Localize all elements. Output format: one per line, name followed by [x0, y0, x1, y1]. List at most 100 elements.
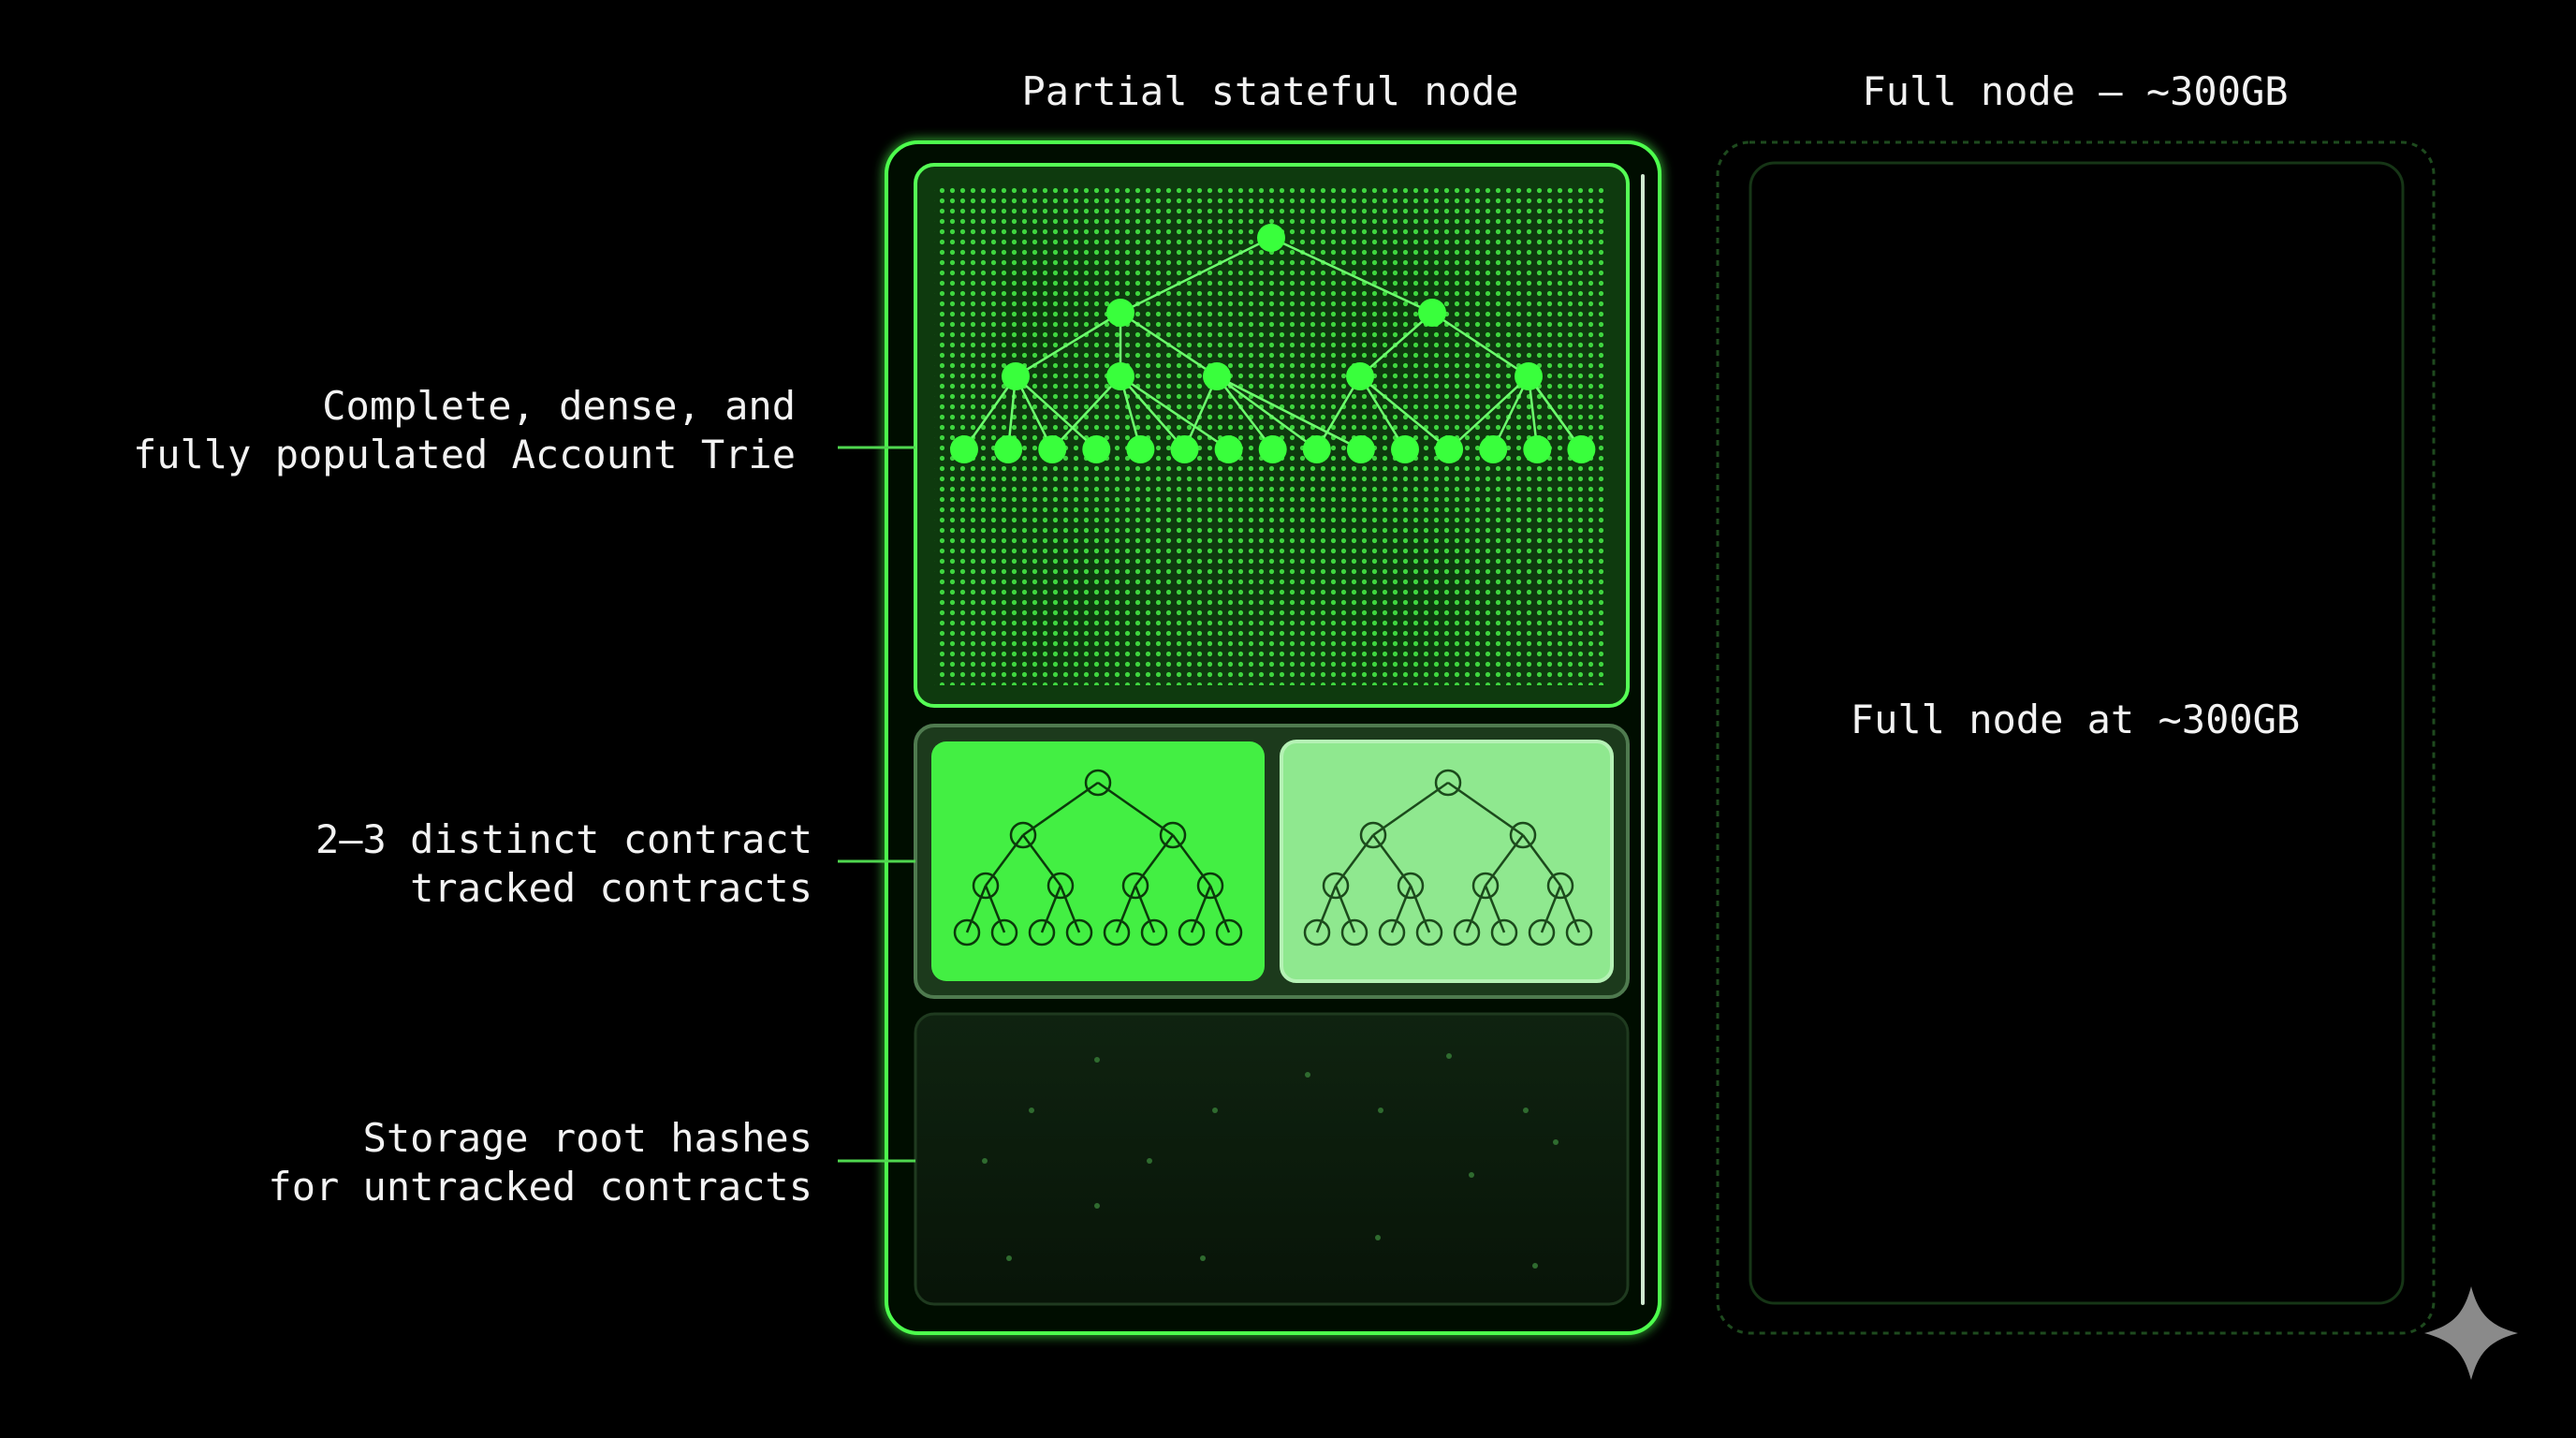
contract-tree-edge: [1371, 834, 1412, 887]
contract-tree-edge: [1540, 885, 1562, 933]
trie-edge: [1448, 375, 1530, 450]
contract-tree-node: [1378, 918, 1406, 946]
trie-node: [1038, 435, 1067, 463]
trie-node: [1523, 435, 1552, 463]
contract-tree-edge: [1021, 834, 1062, 887]
contract-tree-edge: [984, 885, 1006, 933]
contract-tree-edge: [1390, 885, 1412, 933]
trie-edge: [1270, 236, 1433, 315]
trie-node: [1002, 362, 1030, 390]
tracked-contract-a-card[interactable]: [931, 741, 1265, 981]
contract-tree-node: [1340, 918, 1368, 946]
storage-root-dot: [1523, 1108, 1529, 1113]
contract-tree-edge: [965, 885, 988, 933]
contract-a-storage-tree: [953, 769, 1243, 946]
trie-edge: [1216, 374, 1318, 451]
contract-tree-node: [1415, 918, 1443, 946]
trie-node: [1567, 435, 1596, 463]
account-trie-tree: [950, 224, 1596, 463]
contract-tree-edge: [1447, 781, 1524, 837]
account-trie-label-line1: Complete, dense, and: [322, 383, 796, 429]
trie-edge: [1358, 375, 1407, 450]
contract-tree-node: [1434, 769, 1462, 797]
trie-node: [1515, 362, 1543, 390]
contract-tree-node: [1140, 918, 1168, 946]
trie-node: [1391, 435, 1419, 463]
contract-tree-edge: [1372, 781, 1449, 837]
contract-tree-edge: [1134, 885, 1156, 933]
trie-node: [1106, 299, 1134, 327]
contract-tree-edge: [1409, 885, 1431, 933]
contract-tree-node: [1009, 821, 1037, 849]
storage-root-dot: [1212, 1108, 1218, 1113]
contract-tree-edge: [1171, 834, 1212, 887]
contract-tree-node: [1084, 769, 1112, 797]
contract-tree-node: [1303, 918, 1331, 946]
contract-tree-edge: [1521, 834, 1562, 887]
trie-node: [1082, 435, 1111, 463]
full-node-center-text: Full node at ~300GB: [1851, 697, 2300, 742]
storage-root-dot: [1469, 1172, 1474, 1178]
contract-tree-node: [1103, 918, 1131, 946]
trie-edge: [962, 375, 1017, 450]
contract-tree-node: [1322, 872, 1350, 900]
trie-node: [1106, 362, 1134, 390]
tracked-contracts-label-line1: 2–3 distinct contract: [315, 816, 812, 862]
trie-edge: [1216, 375, 1274, 450]
storage-root-dot: [1446, 1053, 1452, 1059]
storage-root-dot: [1200, 1255, 1206, 1261]
trie-edge: [1051, 375, 1121, 450]
trie-edge: [1120, 236, 1272, 315]
contract-tree-edge: [1559, 885, 1581, 933]
tracked-contract-b-card[interactable]: [1280, 740, 1614, 983]
contract-tree-edge: [1097, 781, 1174, 837]
trie-node: [1214, 435, 1243, 463]
contract-tree-node: [1509, 821, 1537, 849]
contract-tree-node: [1215, 918, 1243, 946]
trie-edge: [1359, 312, 1433, 377]
trie-edge: [1315, 375, 1362, 450]
storage-root-dot: [1532, 1263, 1538, 1269]
contract-tree-node: [1397, 872, 1425, 900]
contract-tree-node: [1159, 821, 1187, 849]
contract-tree-edge: [1334, 885, 1356, 933]
storage-root-dot: [1029, 1108, 1034, 1113]
contract-tree-edge: [1334, 834, 1375, 887]
contract-tree-node: [972, 872, 1000, 900]
contract-tree-edge: [1134, 834, 1175, 887]
trie-node: [1126, 435, 1155, 463]
partial-node-title: Partial stateful node: [1021, 68, 1518, 114]
storage-roots-label-line2: for untracked contracts: [268, 1164, 812, 1210]
contract-tree-node: [1178, 918, 1206, 946]
trie-edge: [1120, 374, 1230, 451]
trie-node: [1418, 299, 1446, 327]
contract-tree-edge: [1484, 885, 1506, 933]
storage-root-dot: [1305, 1072, 1310, 1078]
trie-edge: [1216, 374, 1362, 451]
trie-edge: [1120, 311, 1218, 378]
contract-tree-edge: [1315, 885, 1338, 933]
contract-tree-edge: [1190, 885, 1212, 933]
contract-tree-node: [1065, 918, 1093, 946]
contract-tree-edge: [1115, 885, 1137, 933]
trie-edge: [1359, 375, 1450, 450]
tracked-contracts-label-line2: tracked contracts: [410, 865, 812, 911]
contract-tree-edge: [1208, 885, 1231, 933]
contract-b-storage-tree: [1303, 769, 1593, 946]
full-node-title: Full node – ~300GB: [1862, 68, 2288, 114]
contract-tree-node: [1471, 872, 1500, 900]
storage-root-dot: [1553, 1139, 1559, 1145]
storage-root-dot: [982, 1158, 988, 1164]
full-node-outer-frame: [1716, 140, 2436, 1335]
account-trie-label-line2: fully populated Account Trie: [133, 432, 796, 477]
trie-node: [950, 435, 978, 463]
storage-roots-label-line1: Storage root hashes: [363, 1115, 812, 1161]
contract-tree-edge: [1040, 885, 1062, 933]
trie-edge: [1120, 375, 1186, 450]
contract-tree-node: [1565, 918, 1593, 946]
contract-tree-node: [990, 918, 1018, 946]
contract-tree-node: [1046, 872, 1075, 900]
sparkle-icon: [2424, 1286, 2518, 1380]
contract-tree-node: [1121, 872, 1149, 900]
